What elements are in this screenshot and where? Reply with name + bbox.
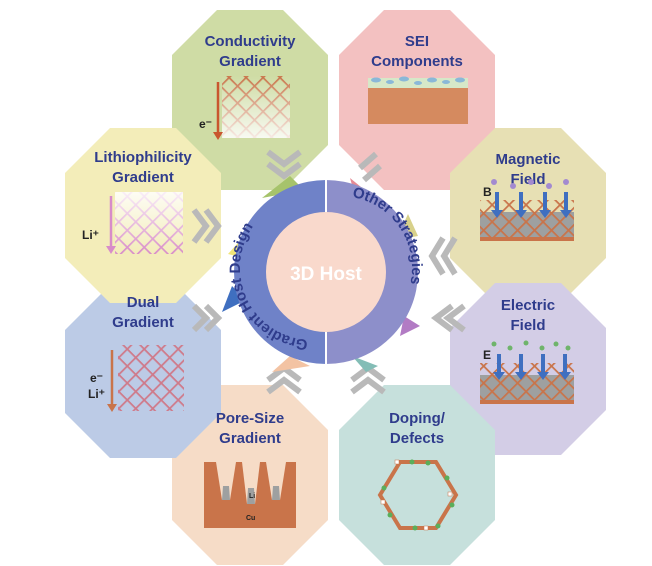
dual-illustration: e⁻ Li⁺ — [88, 345, 184, 412]
lithiophilicity-title-1: Lithiophilicity — [94, 149, 192, 166]
dual-marker-li: Li⁺ — [88, 387, 105, 401]
chevrons — [191, 149, 466, 395]
electric-title-2: Field — [510, 317, 545, 334]
center-label: 3D Host — [290, 264, 362, 285]
doping-title-2: Defects — [390, 430, 444, 447]
lithiophilicity-marker: Li⁺ — [82, 228, 99, 242]
conductivity-illustration: e⁻ — [199, 76, 290, 140]
sei-illustration — [368, 76, 468, 124]
sei-title-2: Components — [371, 53, 463, 70]
electric-title-1: Electric — [501, 297, 555, 314]
conductivity-title-1: Conductivity — [205, 33, 296, 50]
lithiophilicity-illustration: Li⁺ — [82, 192, 183, 254]
magnetic-title-2: Field — [510, 171, 545, 188]
center-circle — [266, 212, 386, 332]
conductivity-marker: e⁻ — [199, 117, 212, 131]
dual-marker-e: e⁻ — [90, 371, 103, 385]
dual-title-1: Dual — [127, 294, 160, 311]
poresize-li-label: Li — [249, 493, 255, 500]
panel-doping — [339, 385, 495, 565]
doping-illustration — [377, 459, 459, 531]
magnetic-marker: B — [483, 185, 492, 199]
center-ring — [234, 180, 418, 364]
poresize-cu-label: Cu — [246, 515, 255, 522]
poresize-title-2: Gradient — [219, 430, 281, 447]
lithiophilicity-title-2: Gradient — [112, 169, 174, 186]
dual-title-2: Gradient — [112, 314, 174, 331]
conductivity-title-2: Gradient — [219, 53, 281, 70]
poresize-illustration: Li Cu — [204, 462, 296, 528]
electric-illustration: E — [480, 340, 574, 404]
poresize-title-1: Pore-Size — [216, 410, 284, 427]
magnetic-illustration: B — [480, 179, 574, 241]
magnetic-title-1: Magnetic — [495, 151, 560, 168]
sei-title-1: SEI — [405, 33, 429, 50]
electric-marker: E — [483, 348, 491, 362]
doping-title-1: Doping/ — [389, 410, 446, 427]
